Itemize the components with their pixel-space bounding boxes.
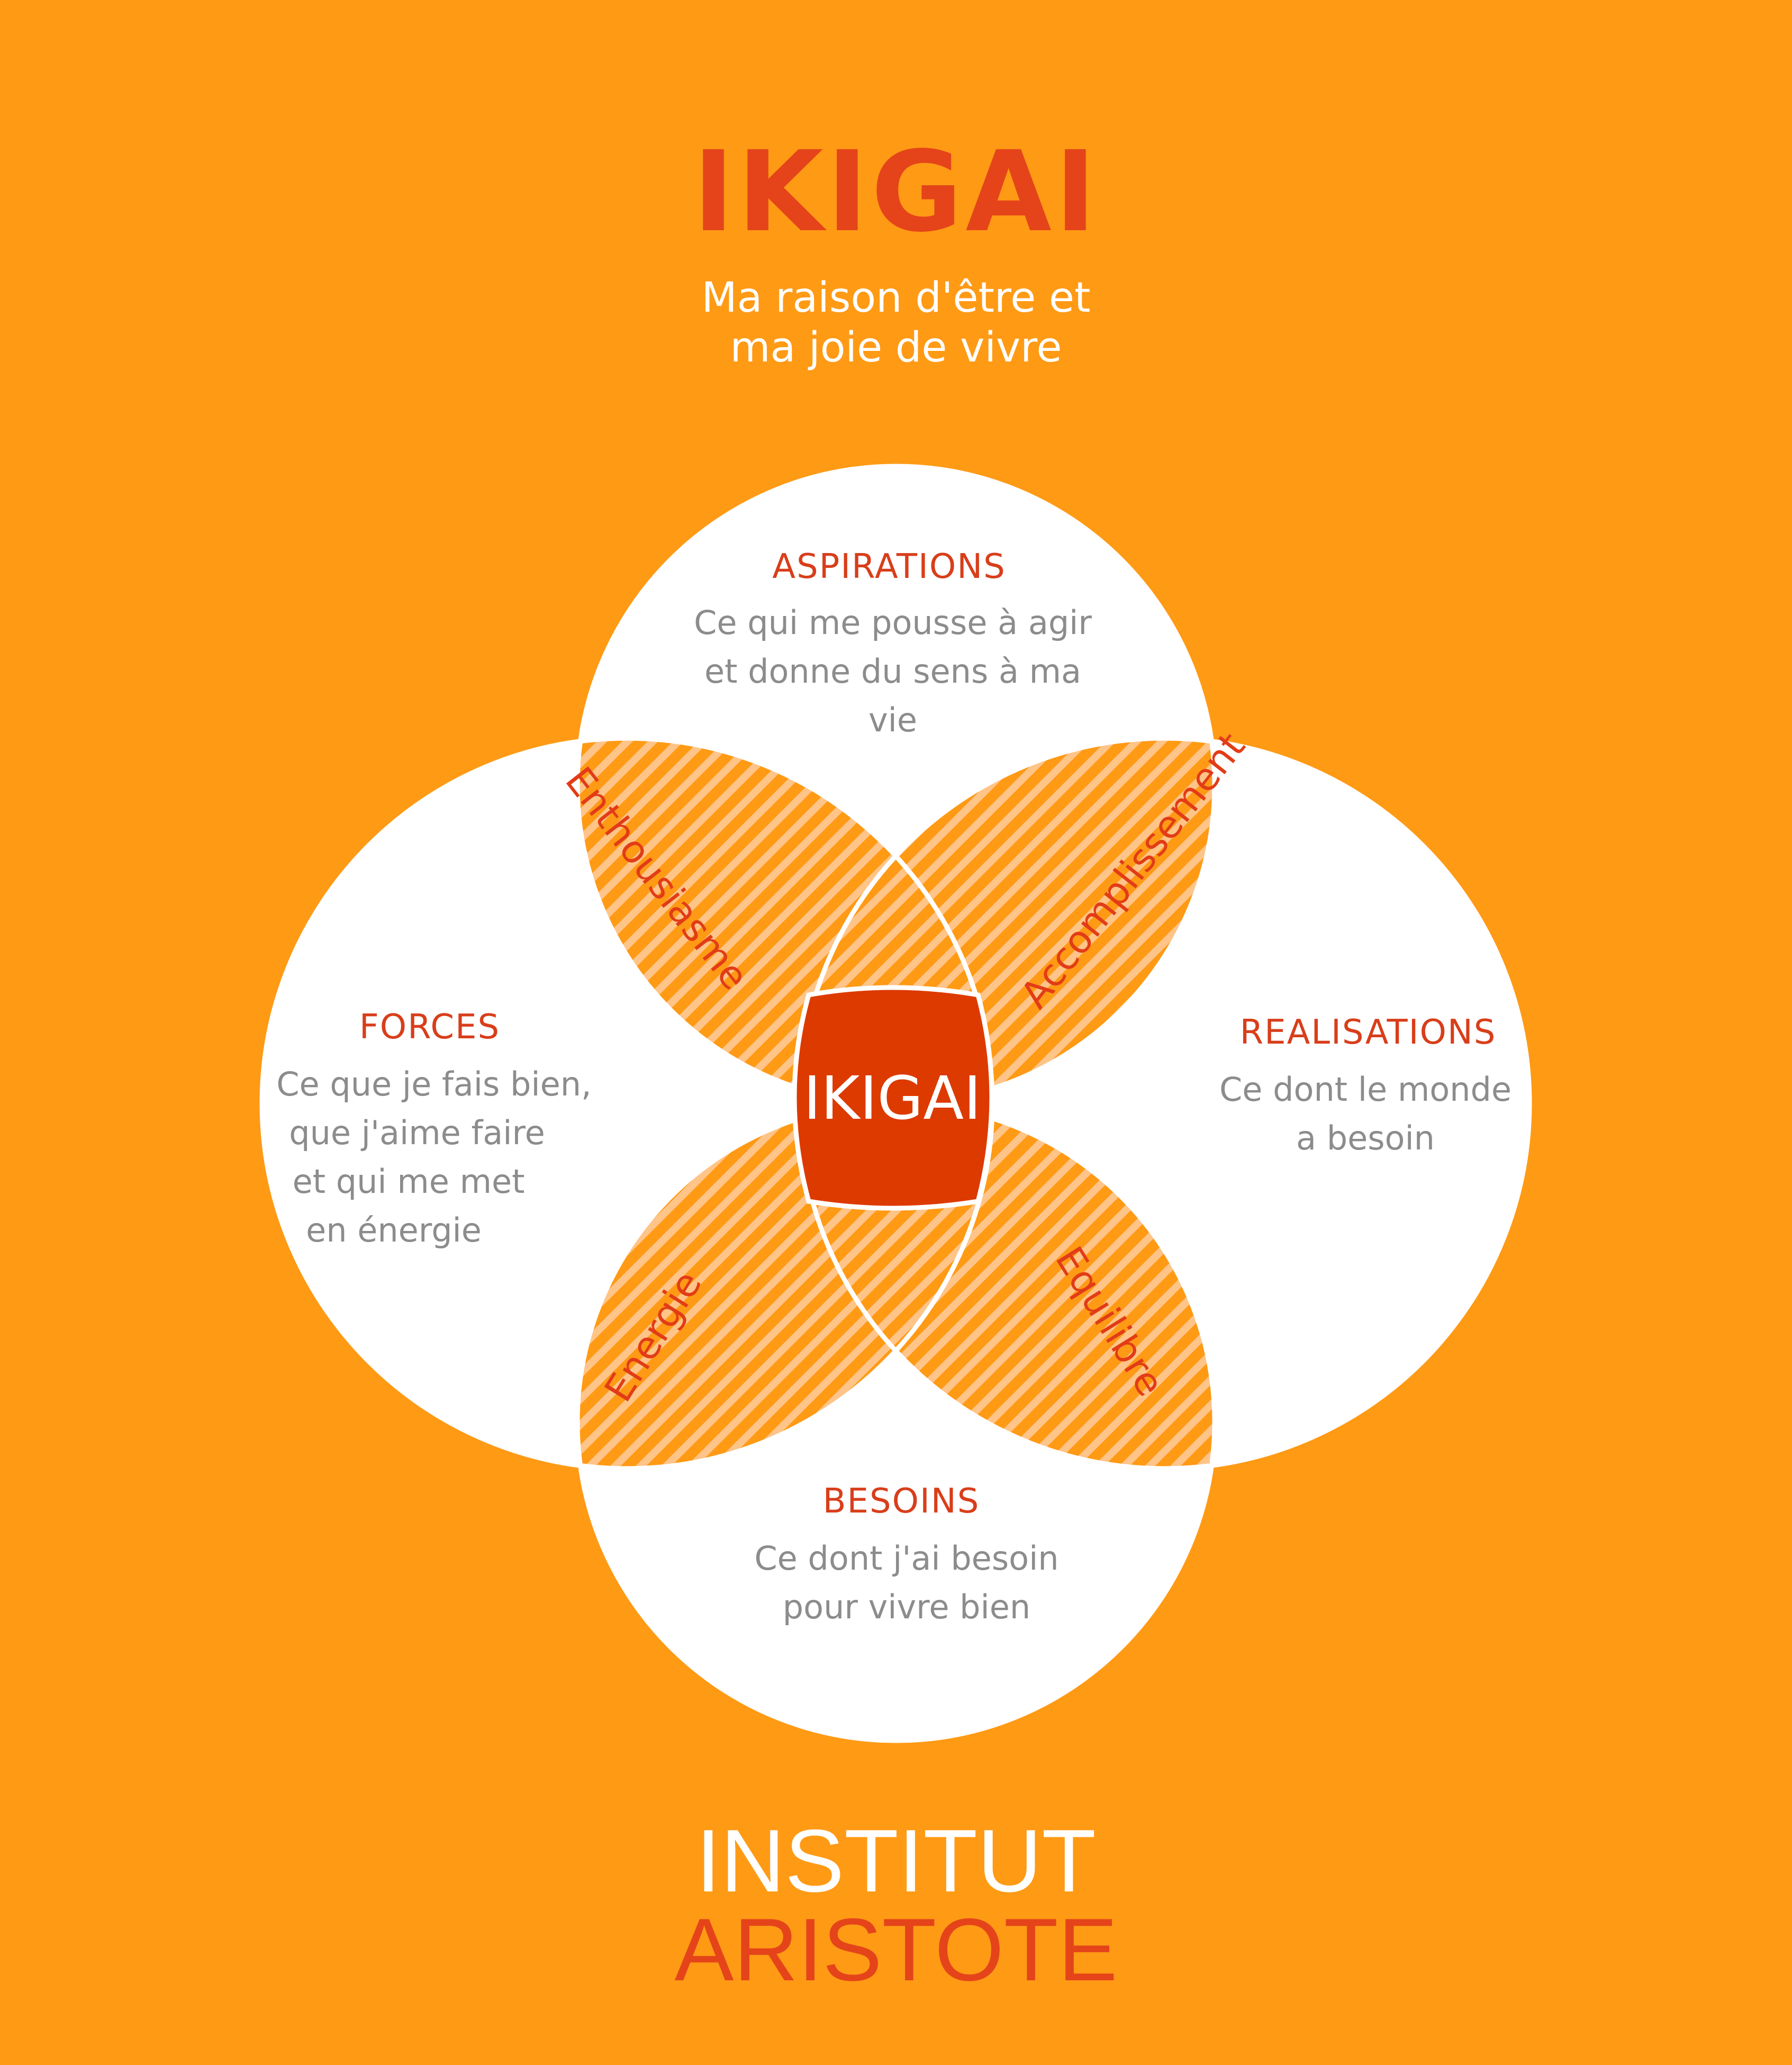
circle-top-line-2: et donne du sens à ma <box>704 652 1081 691</box>
circle-right-line-1: Ce dont le monde <box>1219 1070 1512 1109</box>
circle-left-heading: FORCES <box>359 1008 500 1047</box>
center-ikigai-shape <box>792 985 994 1211</box>
center-ikigai-label: IKIGAI <box>803 1064 981 1133</box>
circle-top-line-1: Ce qui me pousse à agir <box>694 603 1092 642</box>
overlap-bottom-left-shape <box>577 1103 992 1469</box>
circle-left-line-2: que j'aime faire <box>289 1113 545 1152</box>
circle-bottom-line-2: pour vivre bien <box>783 1588 1030 1626</box>
overlap-bottom-right-shape <box>799 1103 1215 1469</box>
circle-top-line-3: vie <box>868 701 917 739</box>
footer-aristote: ARISTOTE <box>674 1900 1118 1999</box>
circle-bottom-text: BESOINS Ce dont j'ai besoin pour vivre b… <box>754 1482 1058 1626</box>
page-title: IKIGAI <box>692 127 1100 257</box>
overlap-hatching <box>577 738 1215 1469</box>
circle-right-text: REALISATIONS Ce dont le monde a besoin <box>1219 1013 1512 1157</box>
circle-left-line-1: Ce que je fais bien, <box>276 1065 592 1103</box>
circle-left-line-3: et qui me met <box>293 1162 525 1201</box>
circle-left-text: FORCES Ce que je fais bien, que j'aime f… <box>276 1008 592 1249</box>
circle-left-line-4: en énergie <box>306 1211 482 1249</box>
footer-institut: INSTITUT <box>696 1811 1096 1910</box>
subtitle-line-2: ma joie de vivre <box>730 324 1062 372</box>
circle-bottom-line-1: Ce dont j'ai besoin <box>754 1539 1058 1578</box>
subtitle-line-1: Ma raison d'être et <box>701 274 1091 322</box>
circle-right-heading: REALISATIONS <box>1240 1013 1497 1052</box>
circle-top-heading: ASPIRATIONS <box>772 547 1006 586</box>
circle-right-line-2: a besoin <box>1296 1119 1435 1157</box>
circle-top-text: ASPIRATIONS Ce qui me pousse à agir et d… <box>694 547 1092 739</box>
overlap-top-left-shape <box>577 738 992 1103</box>
overlap-top-right-shape <box>799 738 1215 1103</box>
circle-bottom-heading: BESOINS <box>823 1482 980 1521</box>
